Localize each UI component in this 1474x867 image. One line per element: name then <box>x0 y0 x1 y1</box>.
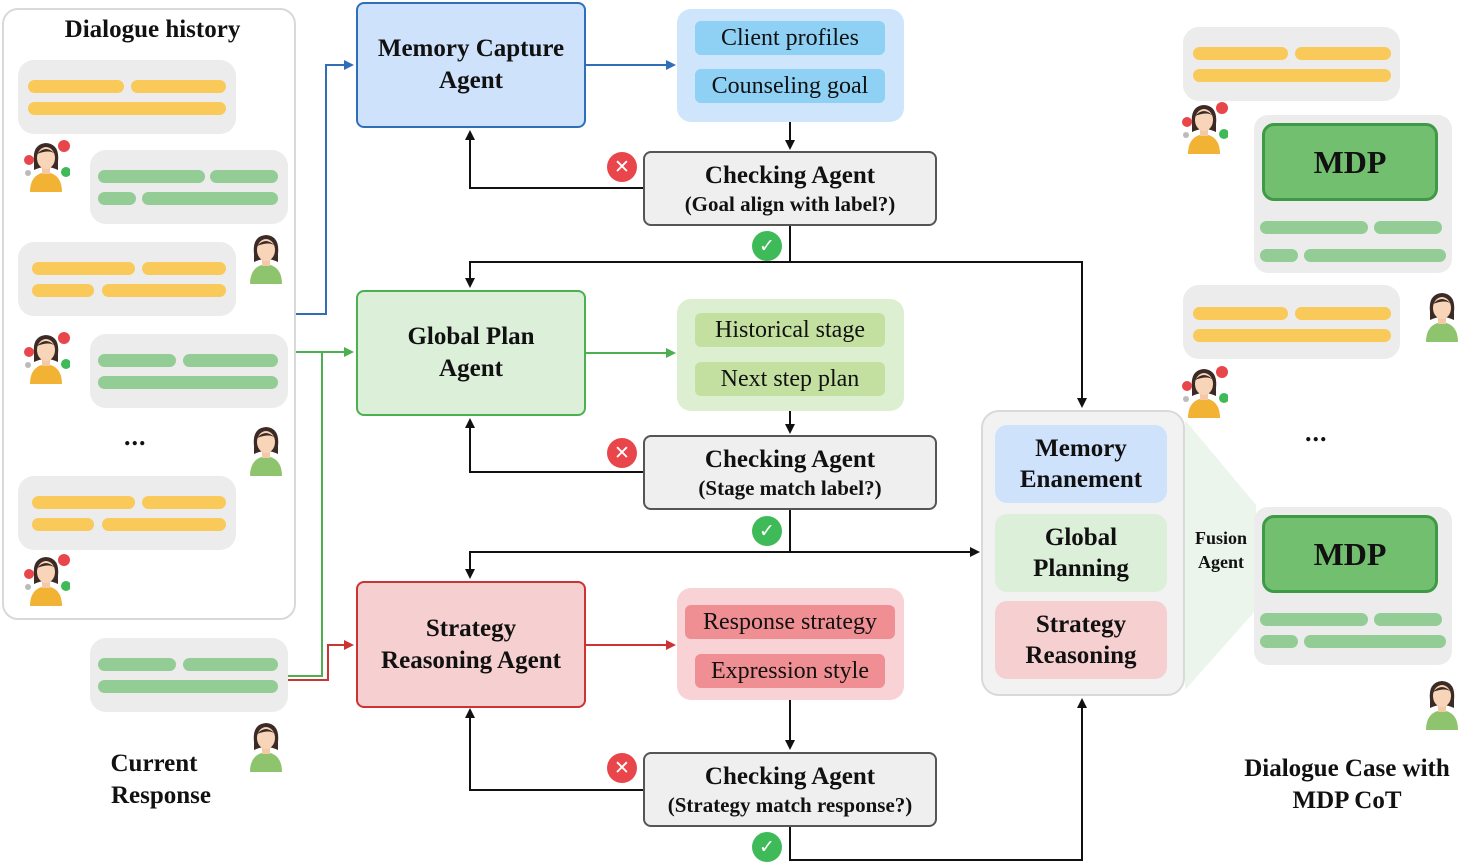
woman-counselor-icon <box>250 427 282 476</box>
woman-client-icon <box>1182 102 1228 154</box>
client-message-bubble <box>18 476 236 550</box>
woman-counselor-icon <box>250 235 282 284</box>
woman-client-icon <box>24 332 70 384</box>
cross-icon: ✕ <box>607 753 637 783</box>
memory-output-box: Client profiles Counseling goal <box>677 9 904 122</box>
woman-counselor-icon <box>1426 293 1458 342</box>
current-response-bubble <box>90 638 288 712</box>
counselor-message-bubble <box>90 150 288 224</box>
history-ellipsis: ... <box>124 422 147 451</box>
cross-icon: ✕ <box>607 438 637 468</box>
next-step-plan-chip: Next step plan <box>695 362 885 396</box>
client-message-bubble <box>18 242 236 316</box>
woman-client-icon <box>1182 366 1228 418</box>
mdp-card: MDP <box>1254 115 1452 273</box>
memory-checking-agent: Checking Agent (Goal align with label?) <box>643 151 937 226</box>
case-ellipsis: ... <box>1305 418 1328 447</box>
historical-stage-chip: Historical stage <box>695 313 885 347</box>
current-response-label: Current Response <box>110 750 211 809</box>
client-message-bubble <box>1183 27 1400 101</box>
woman-client-icon <box>24 554 70 606</box>
check-icon: ✓ <box>752 832 782 862</box>
expression-style-chip: Expression style <box>695 654 885 688</box>
check-icon: ✓ <box>752 231 782 261</box>
plan-checking-agent: Checking Agent (Stage match label?) <box>643 435 937 510</box>
client-message-bubble <box>1183 285 1400 359</box>
strategy-checking-agent: Checking Agent (Strategy match response?… <box>643 752 937 827</box>
response-strategy-chip: Response strategy <box>685 605 895 639</box>
plan-output-box: Historical stage Next step plan <box>677 299 904 411</box>
client-profiles-chip: Client profiles <box>695 21 885 55</box>
cross-icon: ✕ <box>607 152 637 182</box>
dialogue-history-title: Dialogue history <box>64 16 241 43</box>
check-icon: ✓ <box>752 516 782 546</box>
counselor-message-bubble <box>90 334 288 408</box>
mdp-card: MDP <box>1254 507 1452 665</box>
woman-counselor-icon <box>250 723 282 772</box>
counseling-goal-chip: Counseling goal <box>695 69 885 103</box>
mdp-block: MDP <box>1262 515 1438 593</box>
woman-client-icon <box>24 140 70 192</box>
strategy-output-box: Response strategy Expression style <box>677 588 904 700</box>
client-message-bubble <box>18 60 236 134</box>
woman-counselor-icon <box>1426 681 1458 730</box>
mdp-block: MDP <box>1262 123 1438 201</box>
